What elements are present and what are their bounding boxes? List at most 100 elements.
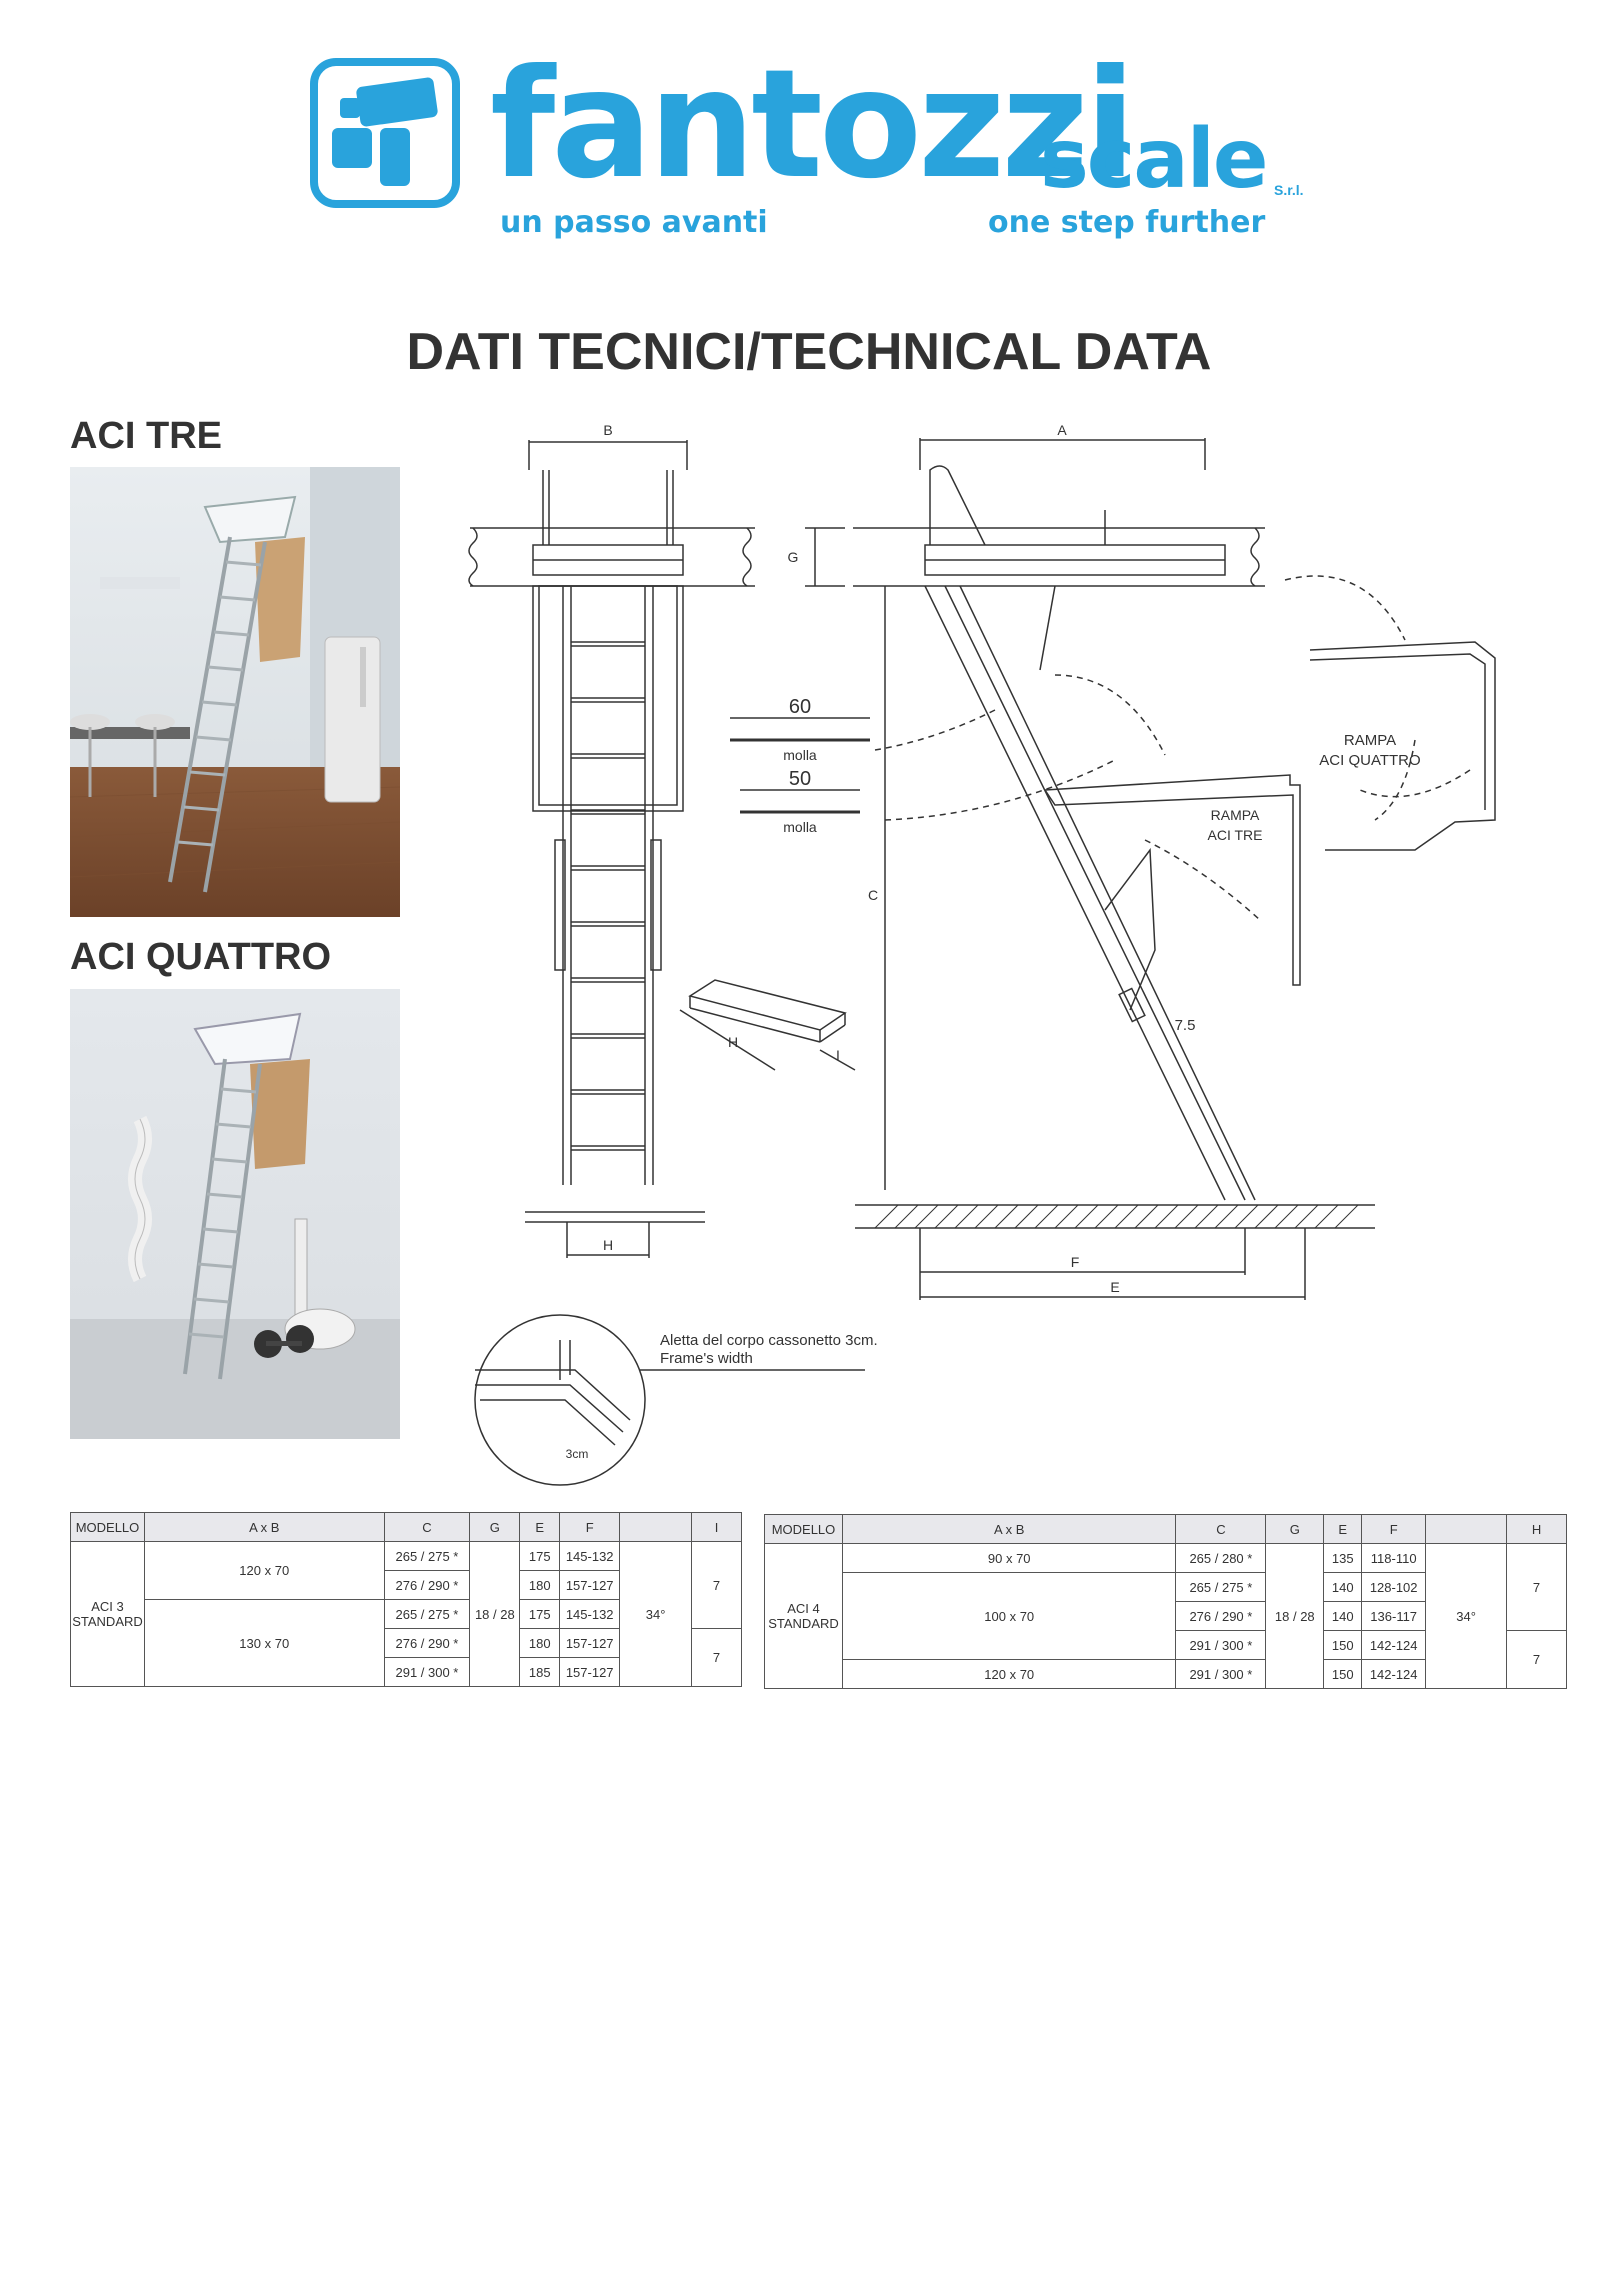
e-cell: 140	[1323, 1572, 1363, 1602]
size-cell: 90 x 70	[841, 1543, 1177, 1573]
spring-label-2: molla	[783, 819, 817, 835]
header-f: F	[559, 1512, 621, 1542]
f-cell: 136-117	[1361, 1601, 1427, 1631]
dim-label-a: A	[1057, 422, 1067, 438]
dim-label-h-front: H	[603, 1237, 613, 1253]
i-cell: 7	[691, 1541, 742, 1629]
photo-aci-tre	[70, 467, 400, 917]
model-heading-aci-tre: ACI TRE	[70, 415, 222, 457]
dim-label-g: G	[788, 549, 799, 565]
header-c: C	[1175, 1514, 1267, 1544]
c-cell: 276 / 290 *	[383, 1628, 471, 1658]
f-cell: 145-132	[559, 1599, 621, 1629]
spec-table-aci4: MODELLO A x B C G E F H ACI 4 STANDARD 9…	[764, 1514, 1567, 1689]
table-row: 291 / 300 * 150 142-124 7	[765, 1630, 1567, 1689]
frame-note-english: Frame's width	[660, 1350, 753, 1367]
table-row: 120 x 70 291 / 300 * 150 142-124	[765, 1659, 1567, 1689]
table-row: 276 / 290 * 180 157-127	[71, 1570, 742, 1600]
page-title: DATI TECNICI/TECHNICAL DATA	[406, 323, 1212, 381]
angle-cell: 34°	[619, 1541, 693, 1687]
c-cell: 291 / 300 *	[1175, 1659, 1267, 1689]
model-name: ACI 3	[91, 1599, 124, 1614]
dim-label-e: E	[1110, 1279, 1119, 1295]
table-row: 100 x 70 265 / 275 * 140 128-102	[765, 1572, 1567, 1660]
e-cell: 180	[519, 1570, 561, 1600]
model-name: ACI 4	[787, 1601, 820, 1616]
dim-label-h-step: H	[728, 1034, 738, 1050]
f-cell: 157-127	[559, 1570, 621, 1600]
slogan-english: one step further	[988, 205, 1266, 240]
e-cell: 135	[1323, 1543, 1363, 1573]
header-h: H	[1506, 1514, 1567, 1544]
dim-label-f: F	[1071, 1254, 1080, 1270]
size-cell: 100 x 70	[841, 1572, 1177, 1660]
header-axb: A x B	[143, 1512, 385, 1542]
table-row: ACI 4 STANDARD 90 x 70 265 / 280 * 18 / …	[764, 1543, 1567, 1689]
rampa-aci-tre-label-1: RAMPA	[1211, 807, 1260, 823]
brand-name: fantozzi	[490, 38, 1136, 212]
header-axb: A x B	[841, 1514, 1177, 1544]
c-cell: 265 / 275 *	[1175, 1572, 1267, 1602]
e-cell: 140	[1323, 1601, 1363, 1631]
model-cell: ACI 4 STANDARD	[764, 1543, 843, 1689]
technical-drawing: B A G C H F E 60 molla 50 molla RAMPA AC…	[468, 422, 1496, 1486]
table-row: ACI 3 STANDARD 120 x 70 265 / 275 * 18 /…	[70, 1541, 742, 1687]
f-cell: 157-127	[559, 1628, 621, 1658]
c-cell: 265 / 280 *	[1175, 1543, 1267, 1573]
model-heading-aci-quattro: ACI QUATTRO	[70, 936, 332, 978]
f-cell: 142-124	[1361, 1659, 1427, 1689]
size-cell: 120 x 70	[841, 1659, 1177, 1689]
c-cell: 265 / 275 *	[383, 1599, 471, 1629]
header-modello: MODELLO	[70, 1512, 145, 1542]
e-cell: 185	[519, 1657, 561, 1687]
step-thickness-label: 7.5	[1175, 1017, 1196, 1034]
f-cell: 128-102	[1361, 1572, 1427, 1602]
size-cell: 120 x 70	[143, 1541, 385, 1600]
table-row: 291 / 300 * 185 157-127	[71, 1657, 742, 1687]
i-cell: 7	[691, 1628, 742, 1687]
g-cell: 18 / 28	[1265, 1543, 1325, 1689]
c-cell: 276 / 290 *	[383, 1570, 471, 1600]
f-cell: 118-110	[1361, 1543, 1427, 1573]
c-cell: 265 / 275 *	[383, 1541, 471, 1571]
spring-length-50: 50	[789, 768, 811, 790]
dim-label-b: B	[603, 422, 612, 438]
header-c: C	[383, 1512, 471, 1542]
header-modello: MODELLO	[764, 1514, 843, 1544]
rampa-aci-quattro-label-2: ACI QUATTRO	[1319, 752, 1420, 769]
f-cell: 145-132	[559, 1541, 621, 1571]
brand-suffix: scale	[1040, 112, 1268, 207]
photo-aci-quattro	[70, 989, 400, 1439]
table-header-row: MODELLO A x B C G E F H	[764, 1514, 1567, 1544]
header-f: F	[1361, 1514, 1427, 1544]
header-e: E	[519, 1512, 561, 1542]
size-cell: 130 x 70	[143, 1599, 385, 1687]
f-cell: 157-127	[559, 1657, 621, 1687]
slogan-italian: un passo avanti	[500, 205, 768, 240]
header-blank	[619, 1512, 693, 1542]
spring-label-1: molla	[783, 747, 817, 763]
h-cell: 7	[1506, 1630, 1567, 1689]
header-g: G	[469, 1512, 521, 1542]
header-e: E	[1323, 1514, 1363, 1544]
rampa-aci-tre-label-2: ACI TRE	[1208, 827, 1263, 843]
c-cell: 291 / 300 *	[383, 1657, 471, 1687]
table-row: 276 / 290 * 180 157-127 7	[71, 1628, 742, 1687]
model-variant: STANDARD	[72, 1614, 143, 1629]
model-variant: STANDARD	[768, 1616, 839, 1631]
e-cell: 150	[1323, 1630, 1363, 1660]
spring-length-60: 60	[789, 696, 811, 718]
dim-label-c: C	[868, 887, 878, 903]
table-row: 276 / 290 * 140 136-117	[765, 1601, 1567, 1631]
g-cell: 18 / 28	[469, 1541, 521, 1687]
model-cell: ACI 3 STANDARD	[70, 1541, 145, 1687]
h-cell: 7	[1506, 1543, 1567, 1631]
frame-width-dim: 3cm	[566, 1447, 589, 1461]
table-header-row: MODELLO A x B C G E F I	[70, 1512, 742, 1542]
e-cell: 180	[519, 1628, 561, 1658]
e-cell: 175	[519, 1599, 561, 1629]
e-cell: 150	[1323, 1659, 1363, 1689]
c-cell: 276 / 290 *	[1175, 1601, 1267, 1631]
logo-mark-icon	[310, 58, 460, 208]
header-i: I	[691, 1512, 742, 1542]
